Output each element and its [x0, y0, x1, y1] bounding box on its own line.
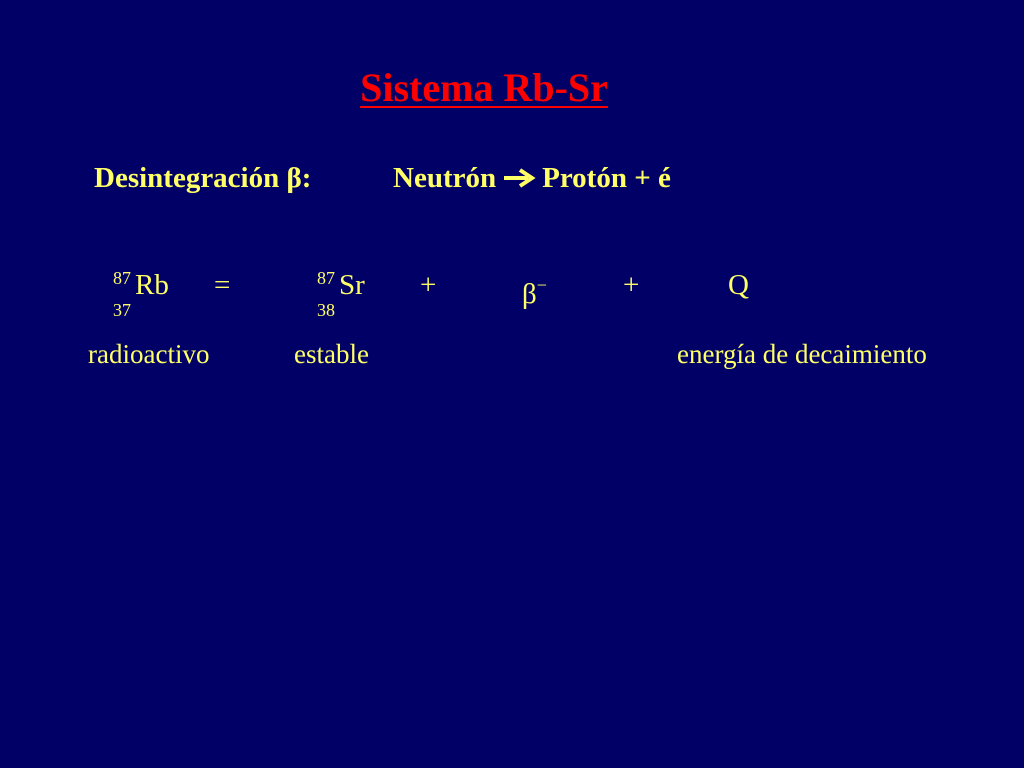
slide-title: Sistema Rb-Sr: [360, 65, 608, 110]
beta-particle: β−: [522, 268, 547, 311]
rb-atomic-number: 37: [113, 300, 131, 320]
label-decay-energy: energía de decaimiento: [677, 339, 927, 369]
label-stable: estable: [294, 339, 369, 369]
beta-charge: −: [536, 275, 547, 295]
rb-mass-number: 87: [113, 268, 131, 288]
sr-symbol: Sr: [339, 269, 365, 301]
plus-sign-1: +: [420, 269, 437, 301]
plus-sign-2: +: [623, 269, 640, 301]
sr-atomic-number: 38: [317, 300, 335, 320]
beta-symbol: β: [522, 278, 537, 310]
q-energy-symbol: Q: [728, 269, 749, 301]
subtitle-decay-type: Desintegración β:: [94, 162, 312, 194]
subtitle-neutron: Neutrón: [393, 162, 497, 194]
label-radioactive: radioactivo: [88, 339, 210, 369]
arrow-right-icon: [504, 168, 536, 188]
subtitle-reaction: Neutrón Protón + é: [393, 160, 671, 196]
sr-mass-number: 87: [317, 268, 335, 288]
equals-sign: =: [214, 269, 231, 301]
rb-symbol: Rb: [135, 269, 169, 301]
subtitle-proton: Protón + é: [542, 162, 671, 194]
